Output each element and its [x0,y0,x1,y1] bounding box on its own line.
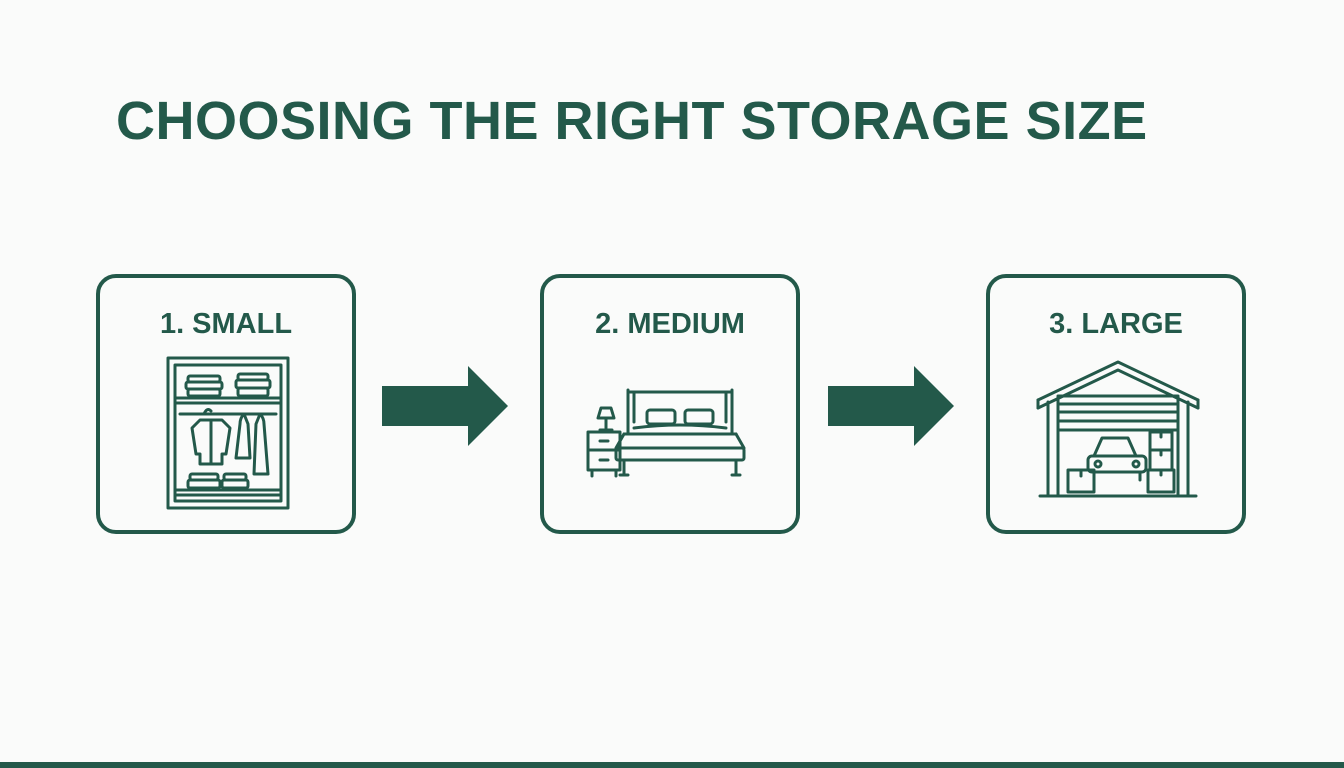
step-card-large: 3. LARGE [986,274,1246,534]
bed-icon [586,388,746,478]
step-card-small: 1. SMALL [96,274,356,534]
bottom-accent-bar [0,762,1344,768]
step-label-large: 3. LARGE [1049,308,1183,340]
step-card-medium: 2. MEDIUM [540,274,800,534]
garage-icon [1036,360,1200,498]
step-label-small: 1. SMALL [159,308,293,340]
wardrobe-icon [166,356,290,510]
arrow-right-icon [382,366,508,446]
arrow-right-icon [828,366,954,446]
page-title: CHOOSING THE RIGHT STORAGE SIZE [116,91,1148,151]
step-label-medium: 2. MEDIUM [595,308,745,340]
